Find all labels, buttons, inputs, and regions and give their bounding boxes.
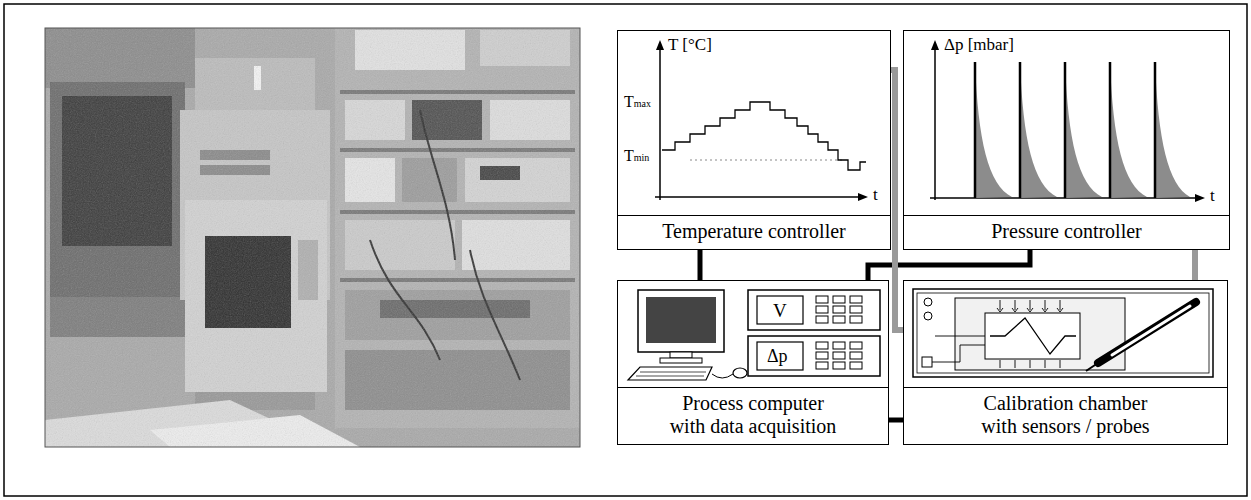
pressure-chart-part xyxy=(1195,194,1205,202)
computer-illustration-part xyxy=(850,362,862,369)
computer-illustration-part xyxy=(850,306,862,313)
caption-strip: Pressure controller xyxy=(904,215,1229,249)
computer-illustration-part xyxy=(850,296,862,303)
pressure-chart-part xyxy=(1110,62,1147,198)
chamber-illustration-part xyxy=(1098,302,1196,363)
computer-illustration-part xyxy=(628,367,712,380)
computer-illustration-part xyxy=(733,368,747,378)
chamber-illustration-part xyxy=(1000,300,1060,368)
computer-illustration xyxy=(628,290,880,380)
pressure-chart-part xyxy=(934,48,936,200)
axis-label: Δp [mbar] xyxy=(944,36,1014,53)
temperature-chart-part xyxy=(656,40,664,50)
signal-line xyxy=(1192,250,1198,280)
axis-label: T [°C] xyxy=(668,36,712,53)
pressure-chart-part xyxy=(975,62,1155,198)
pressure-chart-part xyxy=(975,62,1012,198)
computer-illustration-part xyxy=(833,342,845,349)
computer-illustration-part xyxy=(748,336,880,376)
signal-line xyxy=(891,70,903,330)
computer-illustration-part xyxy=(748,290,880,330)
computer-illustration-part xyxy=(833,352,845,359)
computer-illustration-part xyxy=(850,352,862,359)
pressure-controller-panel: Pressure controller xyxy=(903,30,1230,250)
display-label: Δp xyxy=(767,347,788,365)
computer-illustration-part xyxy=(816,362,828,369)
panel-caption: Pressure controller xyxy=(910,220,1223,243)
computer-illustration-part xyxy=(850,342,862,349)
signal-line xyxy=(889,418,903,423)
chamber-illustration-part xyxy=(924,312,932,320)
temperature-chart xyxy=(655,40,868,201)
computer-illustration-part xyxy=(636,372,706,376)
chamber-illustration-part xyxy=(932,336,985,362)
chamber-illustration xyxy=(913,289,1213,377)
chamber-illustration-part xyxy=(1086,363,1098,371)
temperature-chart-part xyxy=(690,160,842,161)
chamber-illustration-part xyxy=(917,293,1209,373)
caption-strip: Process computer with data acquisition xyxy=(618,387,888,444)
level-label: Tmax xyxy=(624,94,651,110)
caption-strip: Calibration chamber with sensors / probe… xyxy=(904,387,1227,444)
computer-illustration-part xyxy=(816,316,828,323)
temperature-controller-panel: Temperature controller xyxy=(617,30,891,250)
computer-illustration-part xyxy=(850,316,862,323)
level-label: Tmin xyxy=(624,148,649,164)
computer-illustration-part xyxy=(816,306,828,313)
panel-caption: Temperature controller xyxy=(624,220,884,243)
photo-border xyxy=(45,28,580,447)
computer-illustration-part xyxy=(757,342,803,370)
panel-caption: Process computer with data acquisition xyxy=(664,392,842,438)
pressure-chart-part xyxy=(1065,62,1102,198)
computer-illustration-part xyxy=(833,306,845,313)
outer-frame xyxy=(4,4,1247,496)
temperature-chart-part xyxy=(659,48,661,200)
pressure-chart xyxy=(930,40,1205,202)
chamber-illustration-part xyxy=(924,298,932,306)
lab-photograph-part xyxy=(45,28,580,447)
computer-illustration-part xyxy=(757,296,803,324)
axis-label: t xyxy=(1210,187,1215,204)
lab-photograph-part xyxy=(45,28,580,447)
chamber-illustration-part xyxy=(985,313,1080,359)
caption-strip: Temperature controller xyxy=(618,215,890,249)
computer-illustration-part xyxy=(660,358,702,363)
chamber-illustration-part xyxy=(997,308,1063,312)
temperature-chart-part xyxy=(662,102,866,170)
axis-label: t xyxy=(873,186,878,203)
chamber-illustration-part xyxy=(913,289,1213,377)
temperature-chart-part xyxy=(655,196,860,198)
computer-illustration-part xyxy=(816,342,828,349)
computer-illustration-part xyxy=(816,352,828,359)
pressure-chart-part xyxy=(931,40,939,50)
pressure-chart-part xyxy=(1020,62,1057,198)
computer-illustration-part xyxy=(833,362,845,369)
panel-caption: Calibration chamber with sensors / probe… xyxy=(977,392,1155,438)
computer-illustration-part xyxy=(833,316,845,323)
temperature-chart-part xyxy=(858,193,868,201)
computer-illustration-part xyxy=(646,297,716,343)
display-label: V xyxy=(773,301,787,320)
computer-illustration-part xyxy=(816,296,828,303)
chamber-illustration-part xyxy=(922,357,932,367)
computer-illustration-part xyxy=(670,352,692,358)
computer-illustration-part xyxy=(833,296,845,303)
signal-line xyxy=(698,250,703,280)
chamber-illustration-part xyxy=(990,318,1076,354)
pressure-chart-part xyxy=(1155,62,1190,198)
calibration-chamber-panel: Calibration chamber with sensors / probe… xyxy=(903,280,1228,445)
chamber-illustration-part xyxy=(1112,306,1190,355)
lab-photograph xyxy=(45,28,580,447)
process-computer-panel: Process computer with data acquisition xyxy=(617,280,889,445)
computer-illustration-part xyxy=(638,290,724,352)
computer-illustration-part xyxy=(712,374,733,378)
